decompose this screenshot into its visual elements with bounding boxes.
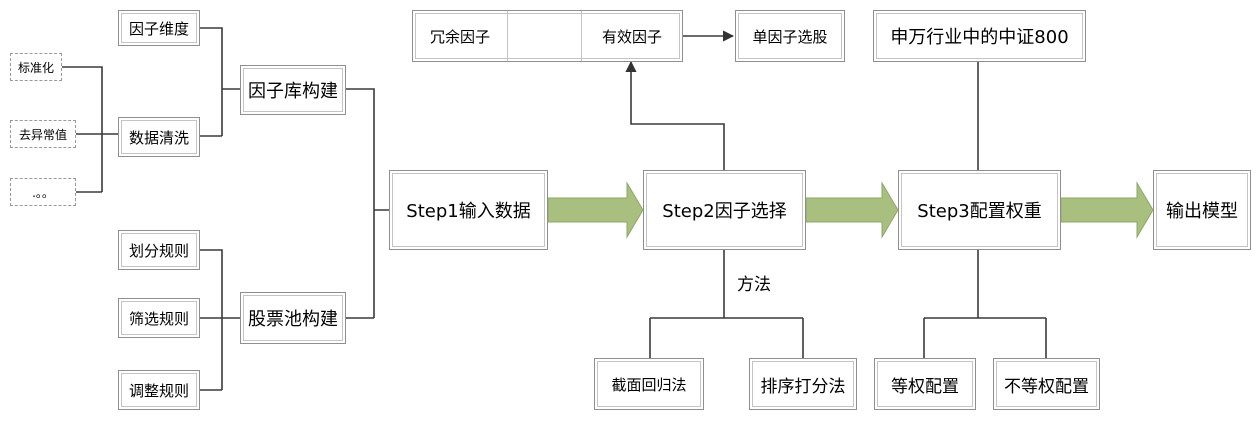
step3-weighting: Step3配置权重 [898,170,1061,250]
leaf-partition-rules: 划分规则 [118,230,200,270]
connector-method [649,250,804,358]
group-stock-pool: 股票池构建 [240,292,346,344]
leaf-data-cleaning: 数据清洗 [118,117,200,157]
leaf-factor-dimension: 因子维度 [118,10,200,46]
box-redundant-factor: 冗余因子 有效因子 [412,10,683,62]
connector-step1 [346,88,389,319]
leaf-adjust-rules: 调整规则 [118,370,200,410]
effective-factor-label: 有效因子 [581,11,682,61]
connector-factor-library [200,27,240,137]
connector-weights [923,250,1047,358]
step2-factor-select: Step2因子选择 [643,170,806,250]
box-industry-csi800: 申万行业中的中证800 [873,10,1086,62]
flow-arrow-3 [1060,181,1154,239]
box-unequal-weight: 不等权配置 [993,358,1100,410]
box-ranking-scoring: 排序打分法 [749,358,857,410]
leaf-etc: .。。 [10,178,76,206]
box-single-factor: 单因子选股 [735,10,845,62]
step1-input-data: Step1输入数据 [389,170,548,250]
output-model: 输出模型 [1153,170,1251,250]
connector-stock-pool [200,249,240,391]
flow-arrow-2 [805,181,899,239]
redundant-factor-label: 冗余因子 [413,11,508,61]
group-factor-library: 因子库构建 [240,65,346,115]
box-cross-section-regression: 截面回归法 [594,358,704,410]
flow-arrow-1 [547,181,644,239]
label-method: 方法 [737,274,771,295]
box-equal-weight: 等权配置 [874,358,976,410]
arrow-effective [625,60,725,170]
leaf-filter-rules: 筛选规则 [118,298,200,338]
leaf-standardize: 标准化 [10,53,62,81]
leaf-outlier: 去异常值 [10,120,76,148]
